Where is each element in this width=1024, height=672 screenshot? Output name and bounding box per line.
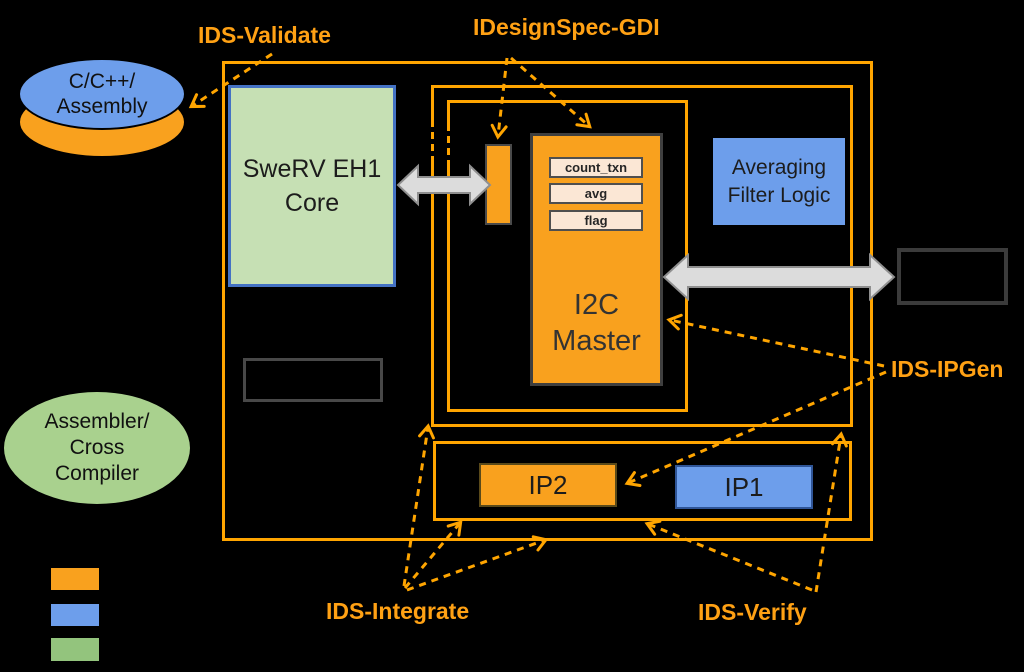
register-count-txn-label: count_txn [564, 160, 628, 175]
cross-compiler-label-line2: Cross [69, 436, 125, 459]
source-code-label-line2: Assembly [56, 95, 148, 118]
i2c-master-label-line2: Master [552, 325, 641, 357]
ip2-block: IP2 [479, 463, 617, 507]
swerv-core-label-line2: Core [284, 189, 340, 217]
register-flag: flag [549, 210, 643, 231]
ids-ipgen-label: IDS-IPGen [891, 356, 1004, 382]
averaging-filter-block: Averaging Filter Logic [713, 138, 845, 225]
legend-swatch-blue [51, 604, 99, 626]
legend-swatch-orange [51, 568, 99, 590]
ids-integrate-label: IDS-Integrate [326, 598, 470, 624]
arrow-integrate-to-outer-boundary [406, 535, 549, 592]
ids-verify-label: IDS-Verify [698, 599, 807, 625]
source-code-label-line1: C/C++/ [68, 70, 136, 93]
ip1-label: IP1 [724, 471, 764, 502]
idesignspec-gdi-label: IDesignSpec-GDI [473, 14, 660, 40]
swerv-eh1-core-block: SweRV EH1 Core [228, 85, 396, 287]
averaging-filter-label-line2: Filter Logic [727, 183, 831, 207]
memory-placeholder-box [243, 358, 383, 402]
averaging-filter-label-line1: Averaging [731, 155, 827, 179]
cross-compiler-ellipse: Assembler/ Cross Compiler [2, 390, 192, 506]
swerv-core-label-line1: SweRV EH1 [242, 155, 382, 183]
i2c-master-label-line1: I2C [573, 289, 620, 321]
external-device-placeholder-box [897, 248, 1008, 305]
bus-bridge-block [485, 144, 512, 225]
ip2-label: IP2 [528, 469, 568, 500]
ip1-block: IP1 [675, 465, 813, 509]
cross-compiler-label-line1: Assembler/ [44, 410, 150, 433]
source-code-ellipse: C/C++/ Assembly [18, 58, 186, 130]
register-avg-label: avg [584, 186, 608, 201]
cross-compiler-label-line3: Compiler [54, 462, 140, 485]
legend-swatch-green [51, 638, 99, 661]
ids-validate-label: IDS-Validate [198, 22, 331, 48]
register-flag-label: flag [584, 213, 608, 228]
register-avg: avg [549, 183, 643, 204]
register-count-txn: count_txn [549, 157, 643, 178]
